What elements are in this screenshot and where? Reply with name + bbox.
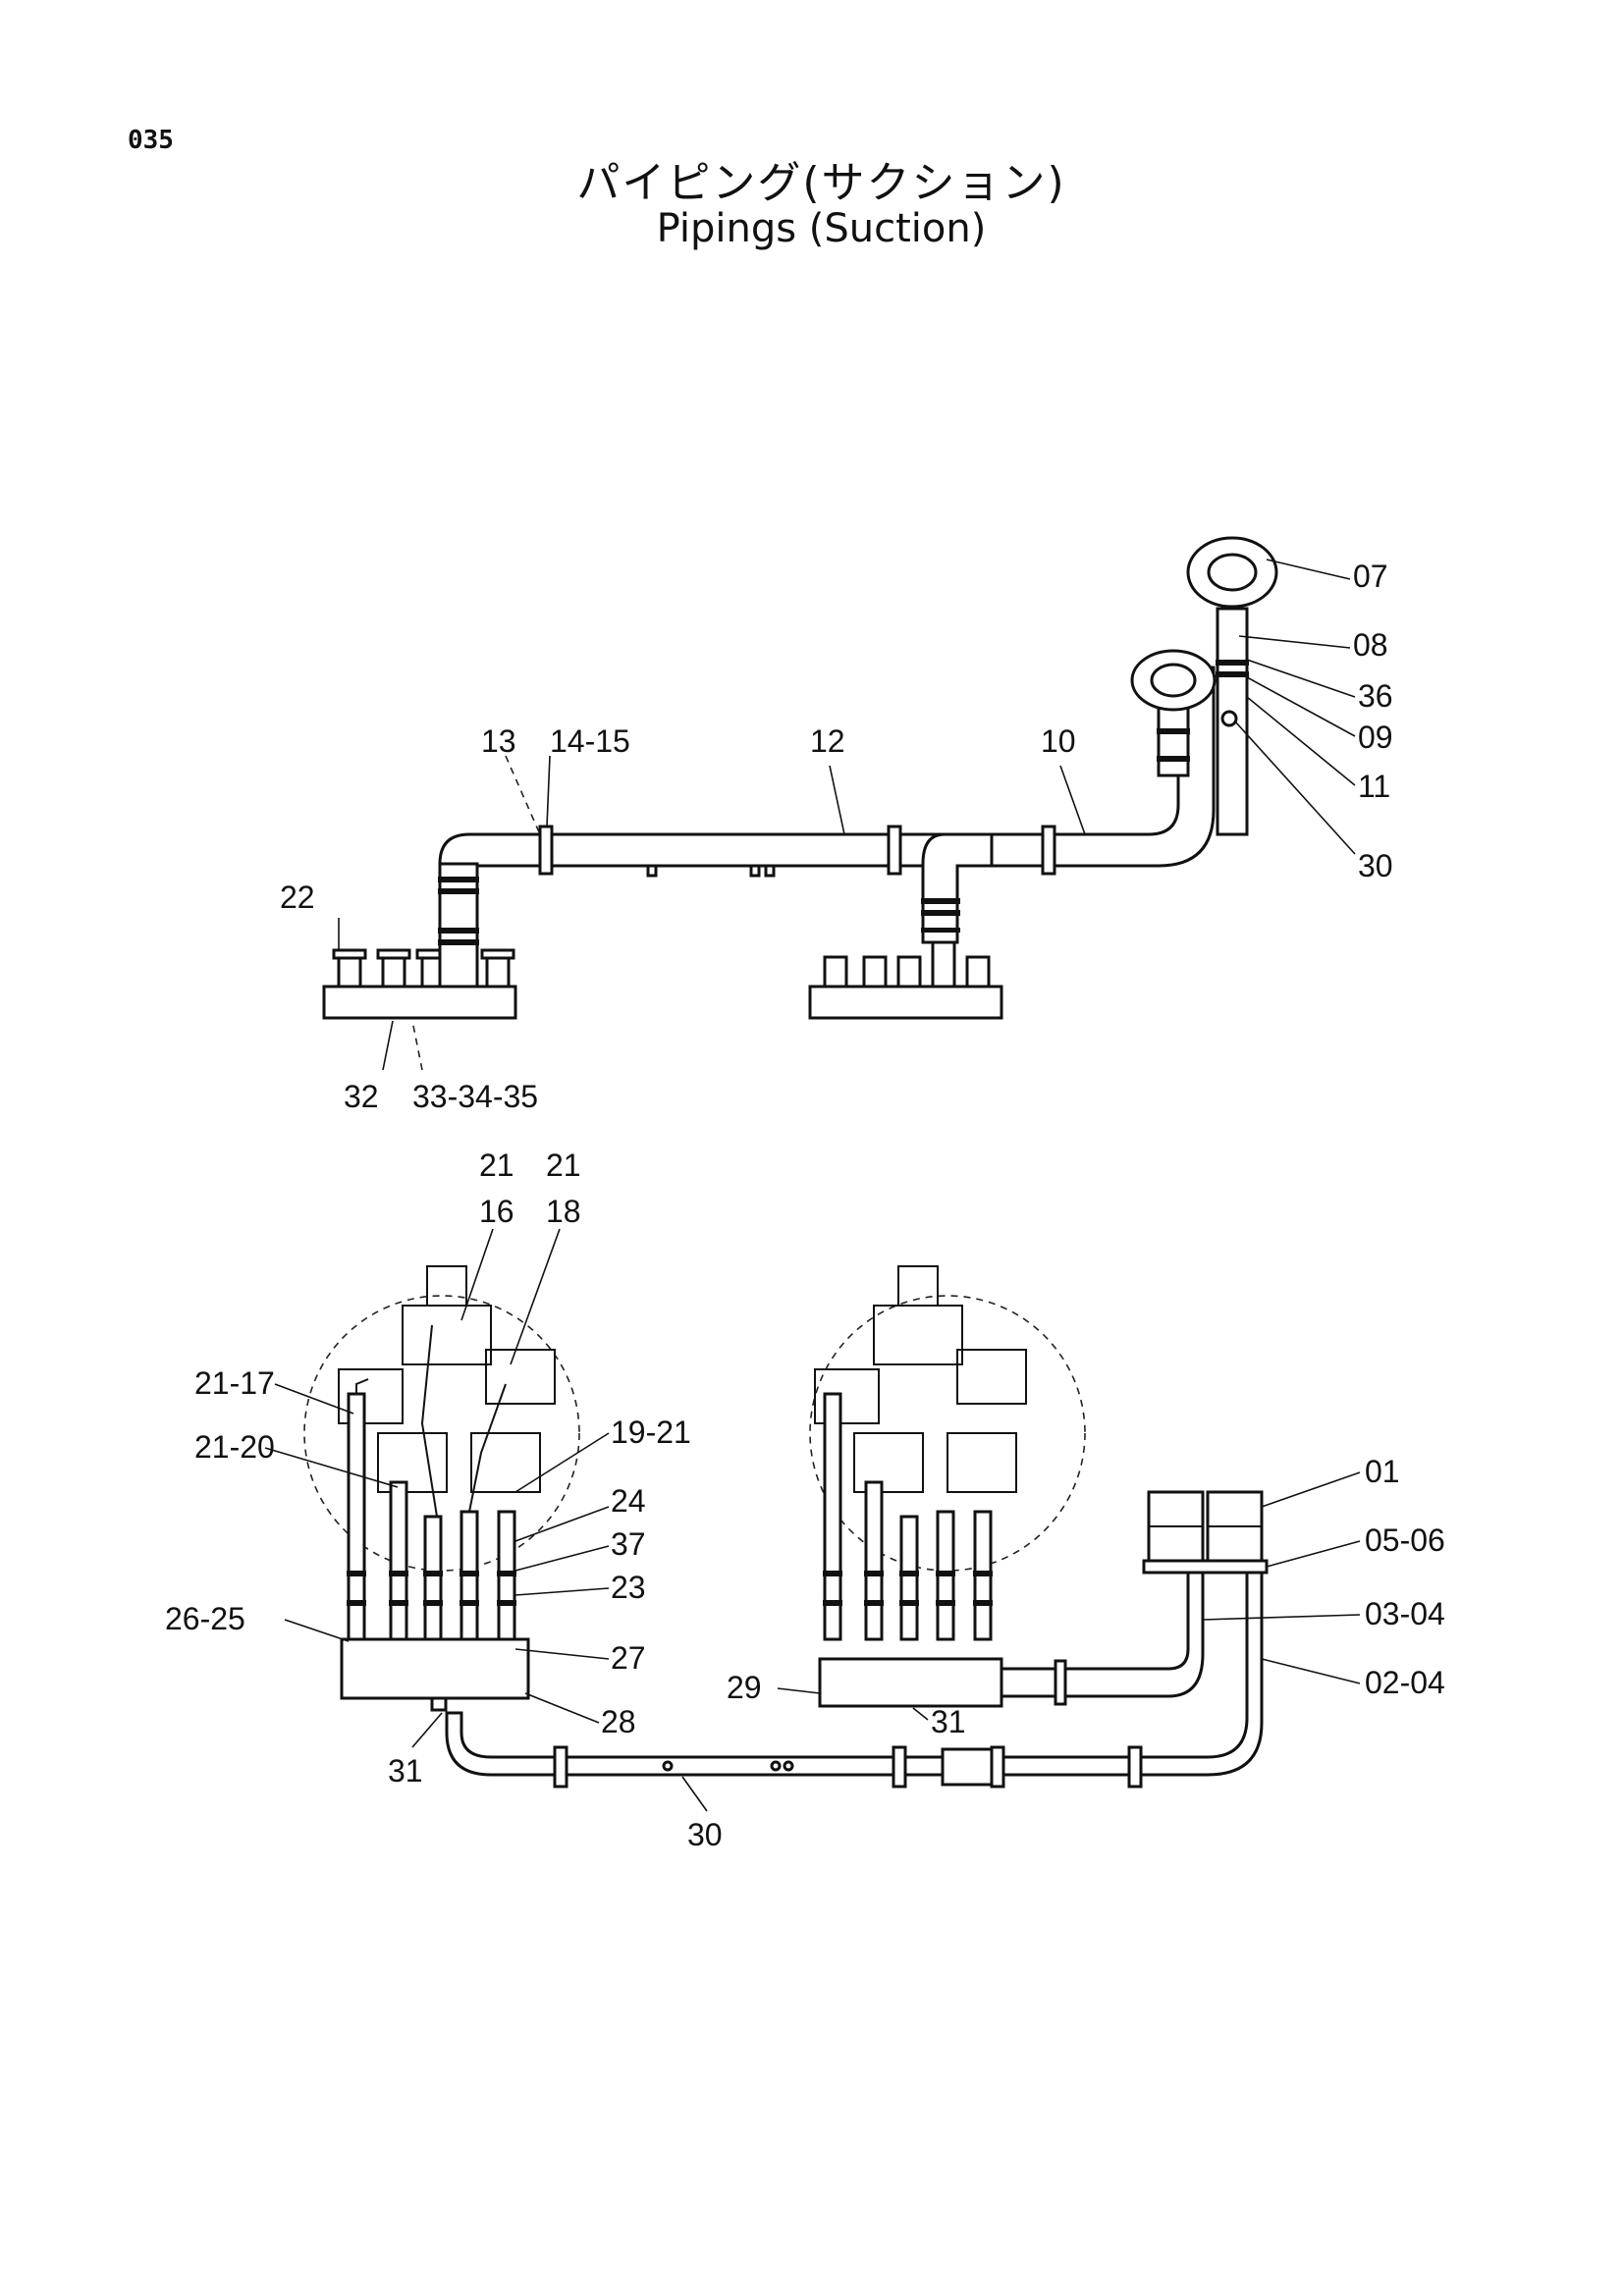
callout-22: 22	[280, 880, 315, 915]
upper-left-manifold	[322, 985, 517, 1020]
middle-branch-pipe	[921, 832, 994, 944]
callout-18: 18	[546, 1194, 581, 1229]
clamp-12	[887, 825, 902, 876]
left-pipe-2	[389, 1480, 408, 1641]
title-japanese: パイピング(サクション)	[576, 158, 1066, 208]
callout-21-a: 21	[479, 1148, 514, 1183]
upper-labels: 07 08 36 09 11 30 10 12 13 14-15 22 32 3…	[280, 559, 1393, 1114]
callout-14-15: 14-15	[550, 723, 630, 759]
callout-21-20: 21-20	[194, 1429, 275, 1465]
callout-12: 12	[810, 723, 845, 759]
callout-02-04: 02-04	[1365, 1665, 1445, 1700]
callout-07: 07	[1353, 559, 1388, 594]
callout-19-21: 19-21	[611, 1415, 691, 1450]
callout-21-17: 21-17	[194, 1365, 275, 1401]
callout-21-b: 21	[546, 1148, 581, 1183]
callout-32: 32	[344, 1079, 379, 1114]
callout-26-25: 26-25	[165, 1601, 245, 1636]
callout-27: 27	[611, 1640, 646, 1676]
lower-piping-assembly	[303, 1265, 1269, 1789]
pipe-02-04	[445, 1569, 1264, 1777]
upper-leaders	[338, 559, 1356, 1071]
callout-37: 37	[611, 1526, 646, 1562]
lower-leaders	[264, 1228, 1361, 1812]
page-number: 035	[128, 126, 174, 155]
upper-right-manifold	[808, 985, 1003, 1020]
right-suction-header	[818, 1657, 1003, 1708]
pipe-03-04	[1000, 1569, 1205, 1698]
upper-piping-assembly	[322, 536, 1278, 1020]
right-pipe-3	[899, 1515, 919, 1641]
callout-03-04: 03-04	[1365, 1596, 1445, 1631]
callout-29: 29	[727, 1670, 762, 1705]
left-pipe-3	[423, 1515, 443, 1641]
clamp-10	[1041, 825, 1056, 876]
callout-31-left: 31	[388, 1753, 423, 1789]
callout-01: 01	[1365, 1454, 1400, 1489]
right-pipe-2	[864, 1480, 884, 1641]
main-suction-pipe	[438, 666, 1216, 868]
callout-11: 11	[1358, 769, 1390, 804]
clamp-13	[538, 825, 554, 876]
right-pump-outline	[809, 1295, 1086, 1572]
callout-16: 16	[479, 1194, 514, 1229]
flange-riser-1	[1157, 705, 1190, 777]
callout-05-06: 05-06	[1365, 1522, 1445, 1558]
callout-08: 08	[1353, 627, 1388, 663]
filter-right	[1206, 1490, 1264, 1568]
callout-28: 28	[601, 1704, 636, 1739]
callout-30-bottom: 30	[687, 1817, 723, 1852]
callout-13: 13	[481, 723, 516, 759]
filter-left	[1147, 1490, 1205, 1568]
callout-31-right: 31	[931, 1704, 966, 1739]
callout-36: 36	[1358, 678, 1393, 714]
lower-labels: 21 16 21 18 21-17 21-20 19-21 24 37 23 2…	[165, 1148, 1445, 1852]
callout-30-top: 30	[1358, 848, 1393, 883]
callout-09: 09	[1358, 720, 1393, 755]
filter-plate	[1142, 1559, 1269, 1575]
callout-23: 23	[611, 1570, 646, 1605]
right-pipe-1	[823, 1392, 842, 1641]
callout-10: 10	[1041, 723, 1076, 759]
callout-33-34-35: 33-34-35	[412, 1079, 538, 1114]
left-suction-header	[340, 1637, 530, 1700]
callout-24: 24	[611, 1483, 646, 1519]
title-english: Pipings (Suction)	[656, 206, 987, 251]
left-pump-outline	[303, 1295, 580, 1572]
